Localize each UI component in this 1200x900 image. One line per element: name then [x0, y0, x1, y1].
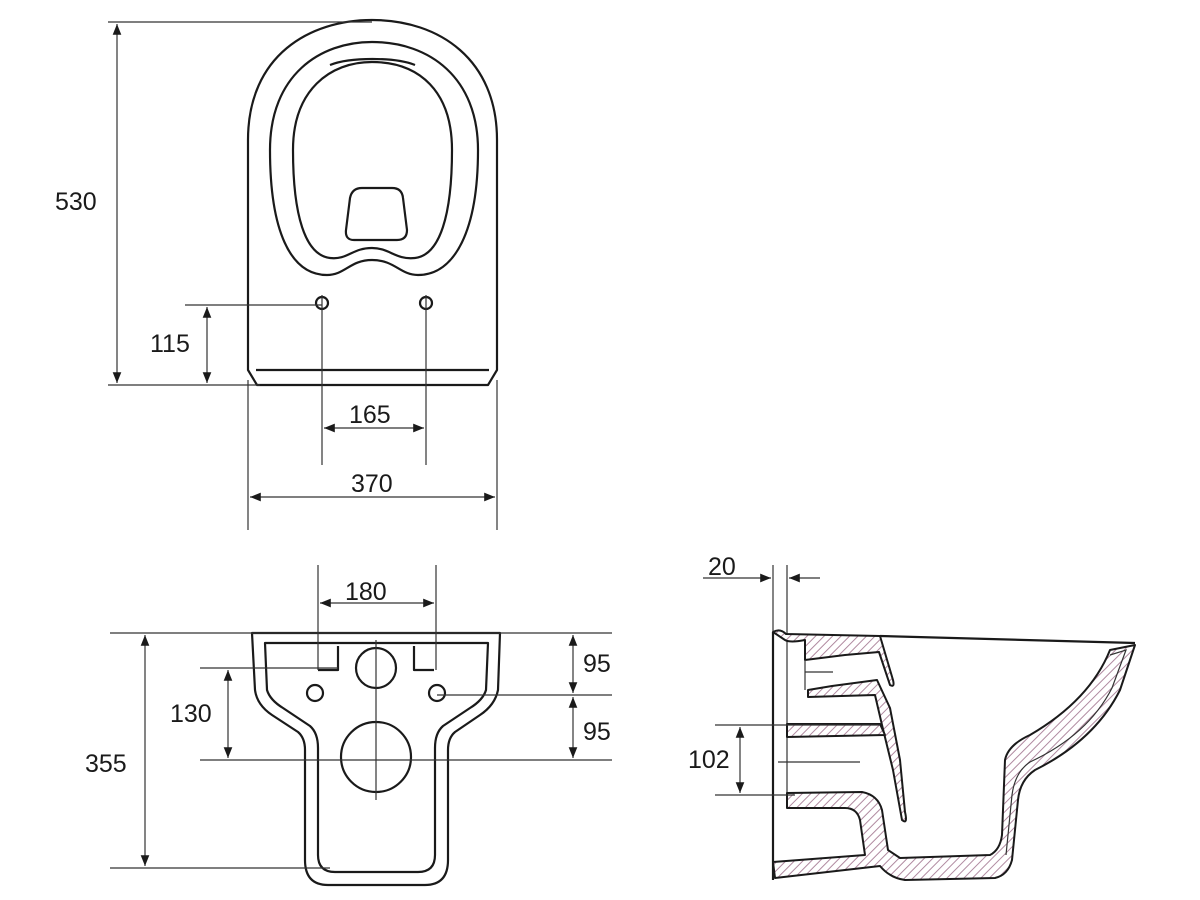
rear-outline — [250, 631, 502, 887]
top-outline — [246, 18, 499, 387]
dim-bolt-spacing: 180 — [345, 578, 387, 606]
dim-hole-spacing: 165 — [349, 401, 391, 429]
rear-view: 180 355 130 95 95 — [85, 565, 612, 887]
top-view: 530 115 165 370 — [55, 18, 499, 530]
dim-holes-from-bottom: 115 — [150, 330, 190, 358]
bowl-opening — [291, 60, 454, 260]
side-section-view: 20 102 — [688, 553, 1136, 881]
rim-section — [772, 629, 895, 687]
dim-upper-offset: 95 — [583, 650, 611, 678]
dim-height: 530 — [55, 188, 97, 216]
dim-outlet-height: 130 — [170, 700, 212, 728]
dim-lower-offset: 95 — [583, 718, 611, 746]
dim-inlet-spacing: 102 — [688, 746, 730, 774]
dim-depth: 355 — [85, 750, 127, 778]
seat-ring — [268, 40, 480, 277]
trap-section — [772, 644, 1136, 881]
dim-wall-gap: 20 — [708, 553, 736, 581]
dim-width: 370 — [351, 470, 393, 498]
drain-outlet — [344, 186, 409, 242]
